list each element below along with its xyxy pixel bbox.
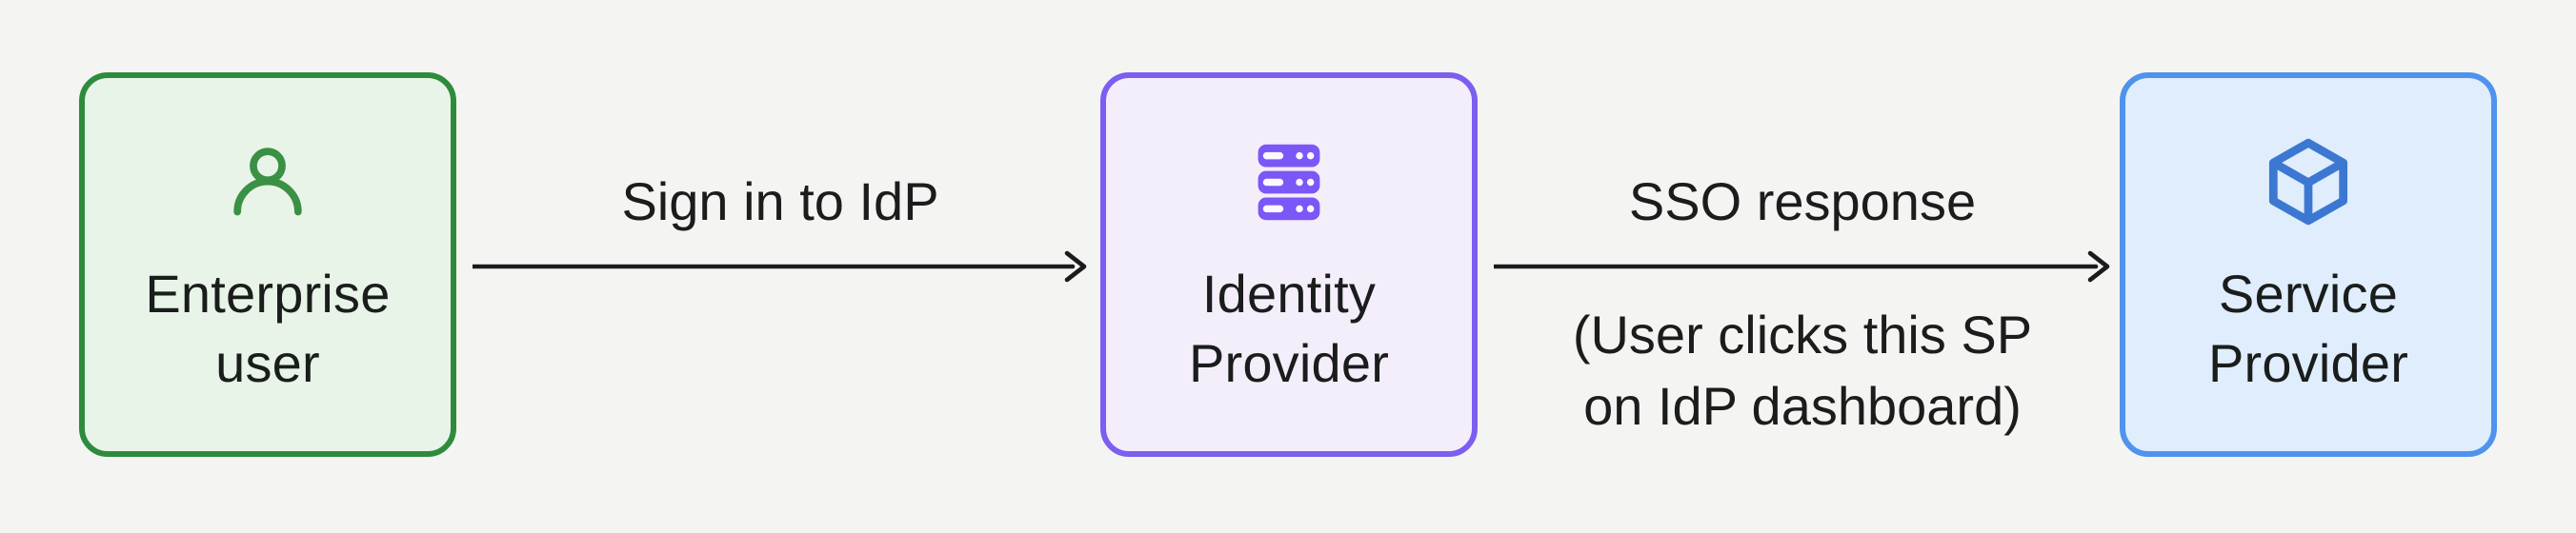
edge-label-sign-in-to-idp: Sign in to IdP [621, 171, 939, 231]
edge-sublabel-line: on IdP dashboard) [1583, 376, 2022, 436]
node-service-provider: Service Provider [2120, 72, 2497, 457]
node-label-line: Provider [1188, 333, 1390, 393]
server-icon [1252, 143, 1326, 221]
node-label-line: user [215, 333, 320, 393]
node-label-service-provider: Service Provider [2208, 259, 2408, 398]
edge-sublabel-line: (User clicks this SP [1572, 305, 2033, 365]
node-label-enterprise-user: Enterprise user [145, 259, 390, 398]
edge-sublabel-sso-response: (User clicks this SP on IdP dashboard) [1447, 299, 2158, 442]
user-icon [228, 143, 308, 221]
node-label-line: Enterprise [145, 264, 391, 324]
node-enterprise-user: Enterprise user [79, 72, 456, 457]
box-icon [2261, 138, 2356, 226]
node-label-line: Identity [1201, 264, 1377, 324]
edge-label-sso-response: SSO response [1628, 171, 1977, 231]
arrow-sign-in-to-idp [473, 250, 1087, 283]
node-label-line: Provider [2207, 333, 2409, 393]
arrow-sso-response [1494, 250, 2110, 283]
node-label-line: Service [2218, 264, 2399, 324]
node-identity-provider: Identity Provider [1100, 72, 1478, 457]
node-label-identity-provider: Identity Provider [1189, 259, 1389, 398]
